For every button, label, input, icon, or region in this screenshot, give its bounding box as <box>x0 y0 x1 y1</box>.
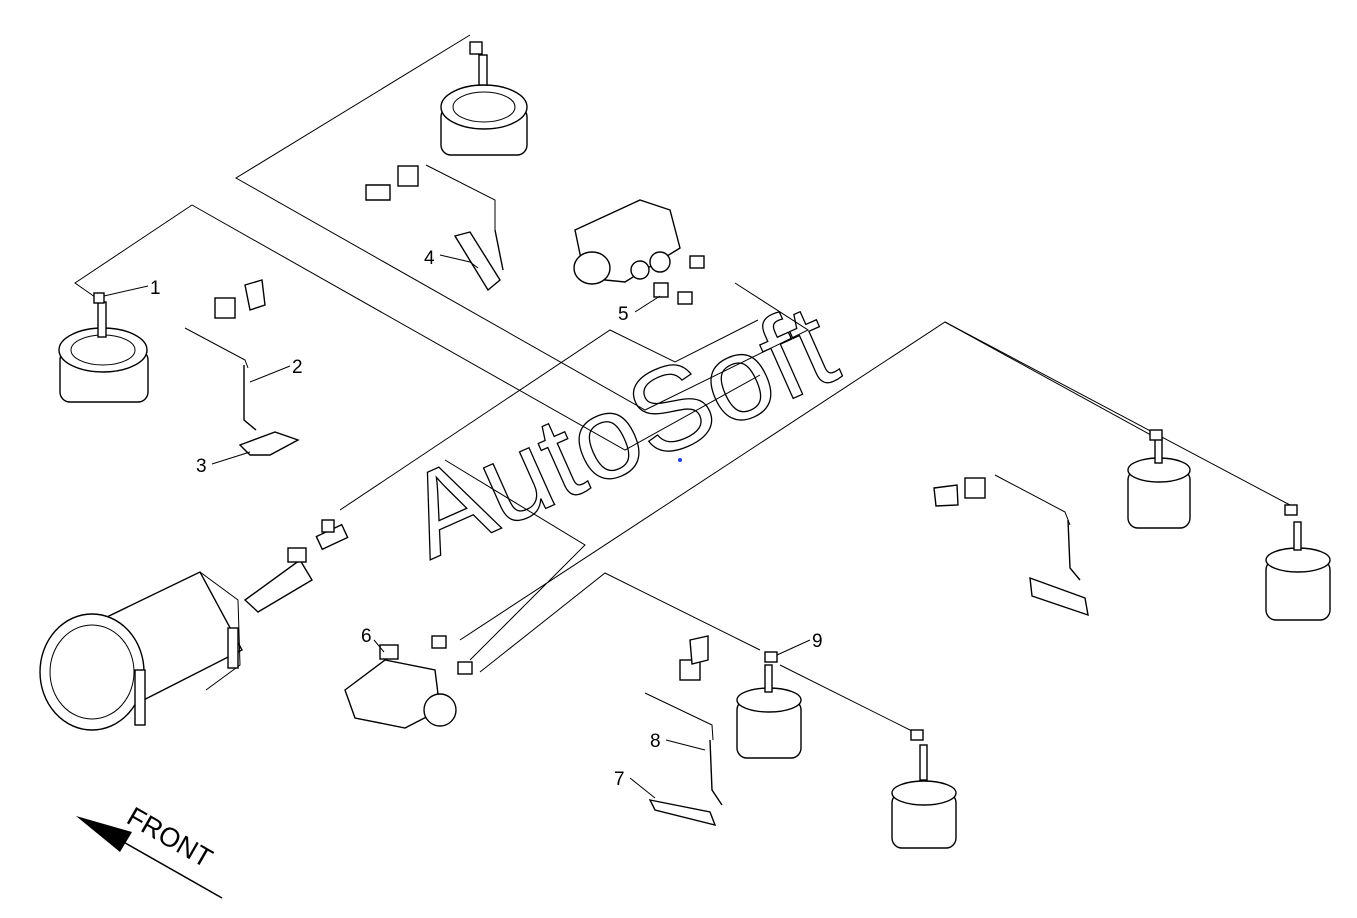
callout-1: 1 <box>150 278 161 299</box>
air-spring-mid-1 <box>736 664 802 759</box>
front-arrow: FRONT <box>76 801 223 899</box>
callout-7: 7 <box>614 769 625 790</box>
levelling-valve-front-left <box>184 279 300 456</box>
callout-6: 6 <box>361 626 372 647</box>
front-label: FRONT <box>122 801 218 873</box>
fittings <box>93 41 1298 741</box>
air-spring-mid-2 <box>891 744 957 849</box>
callout-5: 5 <box>618 304 629 325</box>
center-dot <box>678 458 682 462</box>
levelling-valve-mid <box>644 635 723 827</box>
callout-4: 4 <box>424 248 435 269</box>
valve-block-top <box>573 199 681 285</box>
levelling-valve-top <box>365 164 504 292</box>
valve-block-bottom <box>344 644 457 729</box>
air-tank <box>39 571 243 731</box>
air-spring-rear-right-2 <box>1265 521 1331 621</box>
callout-3: 3 <box>196 456 207 477</box>
air-lines <box>74 34 1291 736</box>
air-spring-top <box>440 54 528 156</box>
tank-valve-assembly <box>243 519 349 613</box>
callout-numbers: 1 2 3 4 5 6 7 8 9 <box>150 248 823 790</box>
callout-8: 8 <box>650 731 661 752</box>
air-spring-rear-right-1 <box>1127 437 1191 529</box>
callout-9: 9 <box>812 631 823 652</box>
callout-2: 2 <box>292 357 303 378</box>
callout-leaders <box>103 254 811 799</box>
levelling-valve-rear-right <box>933 474 1089 617</box>
air-spring-front-left <box>58 301 149 403</box>
